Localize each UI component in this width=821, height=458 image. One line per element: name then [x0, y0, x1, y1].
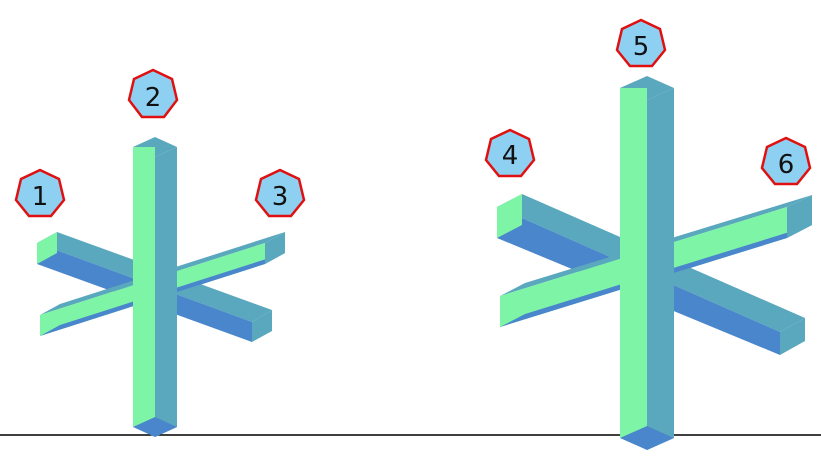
badge-3-label: 3 [272, 182, 289, 212]
badge-4-label: 4 [502, 141, 519, 171]
left-figure-column [133, 137, 177, 437]
badge-3: 3 [254, 168, 306, 218]
badge-6-label: 6 [778, 150, 795, 180]
right-figure-column [620, 76, 674, 450]
badge-2: 2 [127, 68, 179, 119]
left-figure [37, 137, 285, 437]
badge-4: 4 [484, 128, 536, 178]
badge-5: 5 [615, 18, 667, 68]
badge-1: 1 [14, 168, 66, 218]
right-figure [497, 76, 812, 450]
badge-6: 6 [760, 136, 812, 186]
badge-2-label: 2 [145, 83, 162, 113]
badge-5-label: 5 [633, 32, 650, 62]
badge-1-label: 1 [32, 182, 49, 212]
